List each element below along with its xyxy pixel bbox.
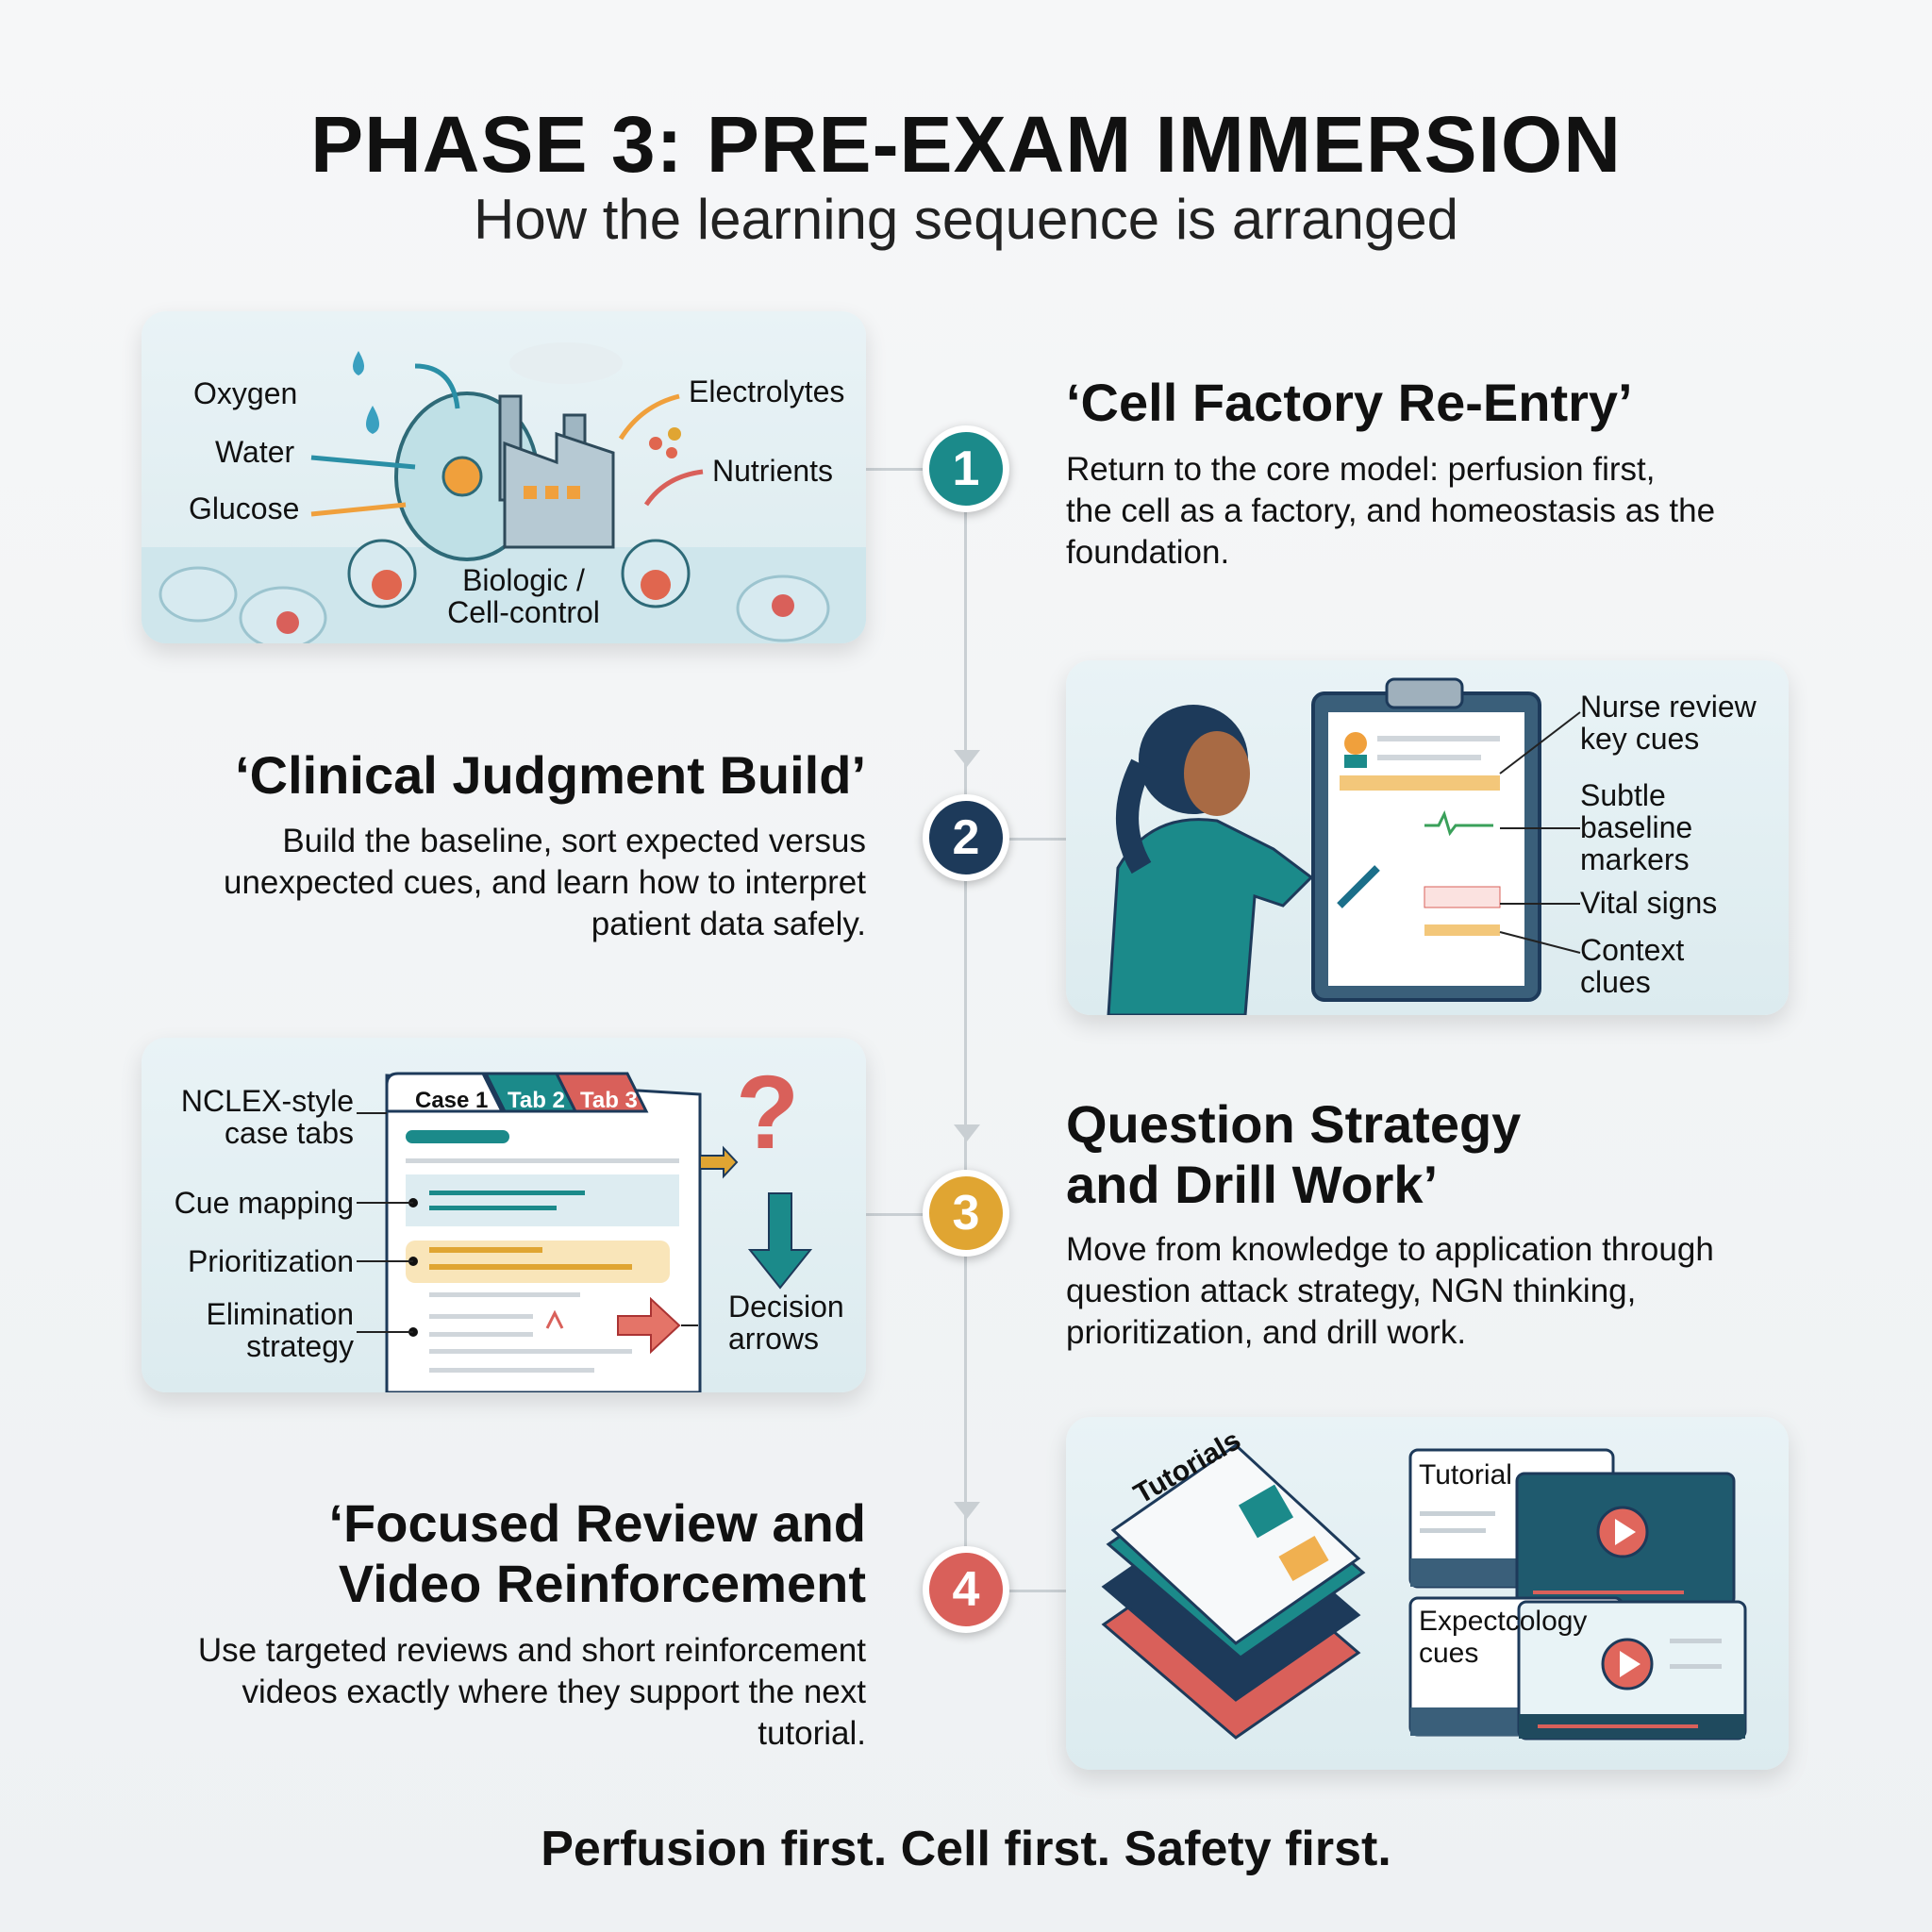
timeline-arrow [954, 1124, 980, 1141]
step-badge-1: 1 [923, 425, 1009, 512]
page-subtitle: How the learning sequence is arranged [474, 188, 1458, 251]
step-2-heading: ‘Clinical Judgment Build’ [235, 745, 866, 805]
cell-factory-illustration: Oxygen Water Glucose Electrolytes Nutrie… [142, 311, 866, 643]
step-3-description: Move from knowledge to application throu… [1066, 1231, 1714, 1351]
step-2-description: Build the baseline, sort expected versus… [224, 823, 866, 942]
label-vital-signs: Vital signs [1580, 886, 1718, 920]
tab-2: Tab 2 [508, 1088, 565, 1113]
step-badge-2: 2 [923, 794, 1009, 881]
label-oxygen: Oxygen [193, 376, 298, 410]
connector [866, 1213, 923, 1216]
label-biologic-cell-control: Biologic /Cell-control [447, 563, 600, 629]
step-badge-3: 3 [923, 1170, 1009, 1257]
footer-tagline: Perfusion first. Cell first. Safety firs… [541, 1822, 1391, 1876]
label-electrolytes: Electrolytes [689, 375, 845, 408]
tab-case-1: Case 1 [415, 1088, 489, 1113]
nurse-clipboard-graphic [1107, 677, 1581, 1015]
books-videos-graphic [1101, 1443, 1747, 1740]
question-mark-icon: ? [736, 1055, 800, 1171]
label-water: Water [215, 435, 295, 469]
label-cue-mapping: Cue mapping [174, 1186, 354, 1220]
step-1-description: Return to the core model: perfusion firs… [1066, 451, 1716, 571]
tab-3: Tab 3 [580, 1088, 638, 1113]
step-4-description: Use targeted reviews and short reinforce… [197, 1632, 866, 1752]
timeline-arrow [954, 1502, 980, 1519]
connector [866, 468, 923, 471]
page-title: PHASE 3: PRE-EXAM IMMERSION [310, 100, 1622, 189]
case-tabs-graphic [357, 1072, 813, 1392]
timeline-arrow [954, 750, 980, 767]
cell-factory-graphic [142, 342, 866, 643]
label-prioritization: Prioritization [187, 1244, 354, 1278]
label-tutorial-video: Tutorial [1419, 1459, 1512, 1491]
connector [1009, 1590, 1066, 1592]
step-1-heading: ‘Cell Factory Re-Entry’ [1066, 373, 1633, 432]
label-nutrients: Nutrients [712, 454, 834, 488]
label-glucose: Glucose [189, 491, 300, 525]
timeline-line [964, 509, 967, 1594]
connector [1009, 838, 1066, 841]
step-badge-4: 4 [923, 1546, 1009, 1633]
